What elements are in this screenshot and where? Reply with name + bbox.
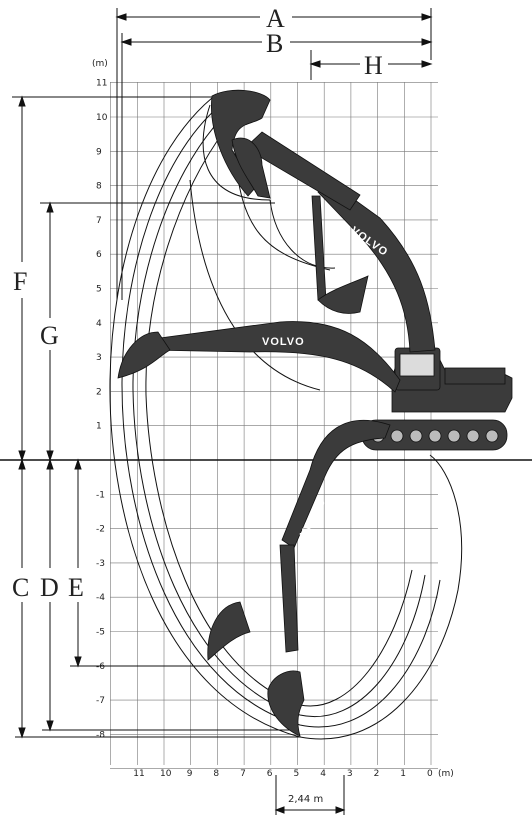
working-range-curves <box>109 97 463 740</box>
arm-upper <box>244 131 361 211</box>
bucket-mid <box>117 331 171 379</box>
track-roller <box>466 429 480 443</box>
x-unit-label: (m) <box>438 769 454 779</box>
label-e: E <box>68 573 84 602</box>
x-tick-label: 5 <box>294 769 300 779</box>
y-tick-label: -5 <box>96 628 105 638</box>
track-roller <box>485 429 499 443</box>
y-tick-label: -2 <box>96 525 105 535</box>
boom-upper <box>317 181 436 353</box>
cylinder-upper <box>311 195 327 301</box>
x-tick-label: 11 <box>133 769 144 779</box>
y-tick-label: 6 <box>96 250 102 260</box>
y-tick-label: -6 <box>96 662 105 672</box>
x-tick-label: 4 <box>320 769 326 779</box>
track-roller <box>409 429 423 443</box>
x-tick-label: 10 <box>160 769 172 779</box>
track-roller <box>428 429 442 443</box>
x-tick-label: 6 <box>267 769 273 779</box>
y-tick-label: 4 <box>96 319 102 329</box>
label-a: A <box>266 4 285 33</box>
y-tick-label: -1 <box>96 490 105 500</box>
y-tick-label: 8 <box>96 182 102 192</box>
y-tick-label: 9 <box>96 147 102 157</box>
bucket-lower-alt <box>207 601 251 661</box>
top-dimensions <box>115 8 433 300</box>
y-tick-label: 11 <box>96 79 107 89</box>
label-h: H <box>364 51 383 80</box>
bucket-small <box>317 275 369 314</box>
left-dimensions <box>12 95 300 739</box>
y-tick-labels: 11 10 9 8 7 6 5 4 3 2 1 -1 -2 -3 -4 -5 -6 -7 -8 <box>96 79 108 741</box>
x-tick-label: 7 <box>240 769 246 779</box>
label-b: B <box>266 29 283 58</box>
excavator-machine <box>117 89 513 737</box>
y-unit-label: (m) <box>92 59 108 69</box>
x-tick-label: 2 <box>374 769 380 779</box>
label-g: G <box>40 321 59 350</box>
x-tick-label: 0 <box>427 769 433 779</box>
track-width-label: 2,44 m <box>288 794 323 805</box>
boom-lower <box>281 419 391 549</box>
bucket-upper-alt <box>231 137 271 199</box>
engine-cover <box>444 367 506 385</box>
brand-label-middle: VOLVO <box>262 336 305 348</box>
bucket-lower <box>267 670 305 737</box>
y-tick-label: -4 <box>96 593 105 603</box>
y-tick-label: 3 <box>96 353 102 363</box>
y-tick-label: -8 <box>96 730 105 740</box>
x-tick-label: 3 <box>347 769 353 779</box>
y-tick-label: 10 <box>96 113 108 123</box>
y-tick-label: 7 <box>96 216 102 226</box>
x-tick-label: 8 <box>213 769 219 779</box>
label-f: F <box>13 267 27 296</box>
y-tick-label: 1 <box>96 422 102 432</box>
x-tick-label: 9 <box>187 769 193 779</box>
track-width-dimension <box>274 775 346 815</box>
y-tick-label: -7 <box>96 696 105 706</box>
y-tick-label: -3 <box>96 559 105 569</box>
arm-lower <box>279 544 299 653</box>
x-tick-label: 1 <box>400 769 406 779</box>
bucket-upper <box>211 89 271 197</box>
y-tick-label: 5 <box>96 285 102 295</box>
track-roller <box>390 429 404 443</box>
label-d: D <box>40 573 59 602</box>
boom-middle <box>149 321 401 393</box>
track-roller <box>447 429 461 443</box>
y-tick-label: 2 <box>96 387 102 397</box>
label-c: C <box>12 573 29 602</box>
